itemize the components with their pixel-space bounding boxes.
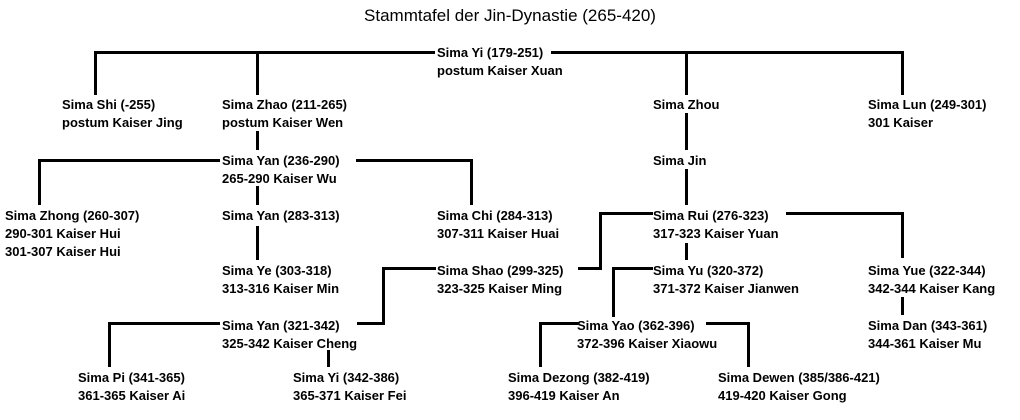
person-detail: 301-307 Kaiser Hui xyxy=(5,244,121,259)
person-node-sima-dezong: Sima Dezong (382-419) 396-419 Kaiser An xyxy=(508,369,650,405)
person-node-sima-chi: Sima Chi (284-313) 307-311 Kaiser Huai xyxy=(437,207,559,243)
person-detail: postum Kaiser Jing xyxy=(62,115,183,130)
tree-connector-v xyxy=(470,159,473,205)
person-node-sima-shao: Sima Shao (299-325) 323-325 Kaiser Ming xyxy=(437,262,563,298)
person-name: Sima Dewen (385/386-421) xyxy=(718,370,880,385)
tree-connector-v xyxy=(256,131,259,150)
person-name: Sima Yi (179-251) xyxy=(437,45,544,60)
person-name: Sima Dan (343-361) xyxy=(868,318,988,333)
tree-connector-v xyxy=(256,51,259,95)
person-name: Sima Ye (303-318) xyxy=(222,263,332,278)
tree-connector-v xyxy=(256,226,259,260)
tree-connector-v xyxy=(382,267,385,325)
person-name: Sima Yi (342-386) xyxy=(293,370,400,385)
person-node-sima-jin: Sima Jin xyxy=(653,152,706,170)
person-detail: 361-365 Kaiser Ai xyxy=(78,388,186,403)
person-detail: 344-361 Kaiser Mu xyxy=(868,336,982,351)
person-detail: 301 Kaiser xyxy=(868,115,934,130)
person-node-sima-shi: Sima Shi (-255) postum Kaiser Jing xyxy=(62,96,183,132)
person-name: Sima Yu (320-372) xyxy=(653,263,764,278)
person-node-sima-dewen: Sima Dewen (385/386-421) 419-420 Kaiser G… xyxy=(718,369,880,405)
person-detail: 419-420 Kaiser Gong xyxy=(718,388,847,403)
person-detail: 265-290 Kaiser Wu xyxy=(222,171,337,186)
person-node-sima-yan-236: Sima Yan (236-290) 265-290 Kaiser Wu xyxy=(222,152,340,188)
person-node-sima-pi: Sima Pi (341-365) 361-365 Kaiser Ai xyxy=(78,369,185,405)
tree-connector-h xyxy=(578,267,602,270)
tree-connector-h xyxy=(539,322,578,325)
person-node-sima-zhou: Sima Zhou xyxy=(653,96,719,114)
tree-connector-v xyxy=(327,350,330,367)
tree-connector-h xyxy=(38,159,220,162)
person-name: Sima Pi (341-365) xyxy=(78,370,185,385)
person-node-sima-ye: Sima Ye (303-318) 313-316 Kaiser Min xyxy=(222,262,339,298)
person-node-sima-zhong: Sima Zhong (260-307) 290-301 Kaiser Hui 30… xyxy=(5,207,139,261)
person-detail: postum Kaiser Wen xyxy=(222,115,344,130)
person-name: Sima Zhong (260-307) xyxy=(5,208,140,223)
tree-connector-v xyxy=(901,297,904,315)
person-node-sima-yan-283: Sima Yan (283-313) xyxy=(222,207,340,225)
person-name: Sima Lun (249-301) xyxy=(868,97,987,112)
tree-connector-v xyxy=(685,169,688,205)
person-name: Sima Yao (362-396) xyxy=(577,318,695,333)
tree-connector-v xyxy=(612,267,615,317)
tree-connector-h xyxy=(357,322,385,325)
person-name: Sima Zhou xyxy=(653,97,720,112)
person-name: Sima Jin xyxy=(653,153,707,168)
person-detail: 307-311 Kaiser Huai xyxy=(437,226,560,241)
tree-connector-h xyxy=(612,267,653,270)
person-detail: postum Kaiser Xuan xyxy=(437,63,563,78)
person-node-sima-zhao: Sima Zhao (211-265) postum Kaiser Wen xyxy=(222,96,347,132)
tree-connector-v xyxy=(256,186,259,205)
person-node-sima-yu: Sima Yu (320-372) 371-372 Kaiser Jianwen xyxy=(653,262,799,298)
person-name: Sima Yan (321-342) xyxy=(222,318,340,333)
tree-connector-v xyxy=(685,243,688,260)
person-name: Sima Yue (322-344) xyxy=(868,263,986,278)
tree-connector-h xyxy=(356,159,473,162)
person-name: Sima Rui (276-323) xyxy=(653,208,769,223)
person-detail: 371-372 Kaiser Jianwen xyxy=(653,281,799,296)
person-detail: 290-301 Kaiser Hui xyxy=(5,226,121,241)
tree-connector-h xyxy=(786,212,904,215)
person-node-sima-yan-321: Sima Yan (321-342) 325-342 Kaiser Cheng xyxy=(222,317,357,353)
person-detail: 313-316 Kaiser Min xyxy=(222,281,340,296)
tree-connector-v xyxy=(685,51,688,95)
person-node-sima-yi-342: Sima Yi (342-386) 365-371 Kaiser Fei xyxy=(293,369,406,405)
person-node-sima-dan: Sima Dan (343-361) 344-361 Kaiser Mu xyxy=(868,317,987,353)
tree-connector-h xyxy=(599,212,653,215)
tree-connector-h xyxy=(706,322,750,325)
person-name: Sima Yan (283-313) xyxy=(222,208,340,223)
diagram-title: Stammtafel der Jin-Dynastie (265-420) xyxy=(364,6,656,25)
tree-connector-v xyxy=(901,212,904,258)
tree-connector-h xyxy=(551,51,904,54)
person-node-sima-lun: Sima Lun (249-301) 301 Kaiser xyxy=(868,96,987,132)
tree-connector-v xyxy=(94,51,97,95)
person-node-sima-yi-179: Sima Yi (179-251) postum Kaiser Xuan xyxy=(437,44,563,80)
person-detail: 372-396 Kaiser Xiaowu xyxy=(577,336,718,351)
person-name: Sima Zhao (211-265) xyxy=(222,97,347,112)
person-detail: 325-342 Kaiser Cheng xyxy=(222,336,358,351)
tree-connector-v xyxy=(685,113,688,150)
tree-connector-h xyxy=(108,322,220,325)
person-name: Sima Shi (-255) xyxy=(62,97,156,112)
tree-connector-v xyxy=(901,51,904,95)
tree-connector-v xyxy=(539,322,542,367)
person-node-sima-yue: Sima Yue (322-344) 342-344 Kaiser Kang xyxy=(868,262,995,298)
person-name: Sima Shao (299-325) xyxy=(437,263,564,278)
person-detail: 342-344 Kaiser Kang xyxy=(868,281,996,296)
person-detail: 323-325 Kaiser Ming xyxy=(437,281,563,296)
tree-connector-v xyxy=(747,322,750,367)
person-name: Sima Chi (284-313) xyxy=(437,208,553,223)
person-detail: 317-323 Kaiser Yuan xyxy=(653,226,779,241)
tree-connector-v xyxy=(38,159,41,205)
tree-connector-h xyxy=(382,267,436,270)
tree-connector-v xyxy=(599,212,602,270)
person-node-sima-yao: Sima Yao (362-396) 372-396 Kaiser Xiaowu xyxy=(577,317,717,353)
person-node-sima-rui: Sima Rui (276-323) 317-323 Kaiser Yuan xyxy=(653,207,779,243)
tree-connector-h xyxy=(94,51,435,54)
person-name: Sima Dezong (382-419) xyxy=(508,370,650,385)
tree-connector-v xyxy=(108,322,111,367)
person-detail: 365-371 Kaiser Fei xyxy=(293,388,407,403)
person-name: Sima Yan (236-290) xyxy=(222,153,340,168)
person-detail: 396-419 Kaiser An xyxy=(508,388,620,403)
